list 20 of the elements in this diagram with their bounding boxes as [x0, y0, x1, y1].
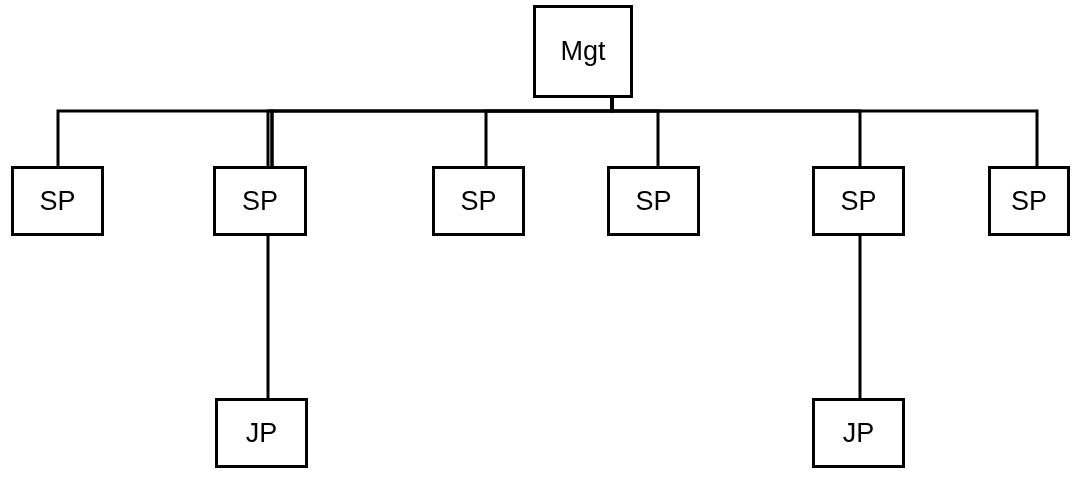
box-label: JP — [842, 417, 875, 449]
org-box — [533, 5, 633, 98]
org-box — [213, 166, 307, 236]
connector-line — [610, 98, 1039, 166]
box-label: SP — [242, 185, 278, 217]
box-label: SP — [460, 185, 497, 217]
org-box — [11, 166, 104, 236]
org-box — [812, 398, 905, 468]
org-box — [215, 398, 308, 468]
box-label: Mgt — [560, 36, 606, 67]
box-label: JP — [245, 417, 278, 449]
box-label: SP — [635, 185, 672, 217]
org-box — [607, 166, 700, 236]
box-label: SP — [840, 185, 877, 217]
connector-line — [858, 236, 862, 398]
org-box — [988, 166, 1070, 236]
org-box — [432, 166, 525, 236]
box-label: SP — [1011, 185, 1047, 217]
org-box — [812, 166, 905, 236]
box-label: SP — [39, 185, 76, 217]
